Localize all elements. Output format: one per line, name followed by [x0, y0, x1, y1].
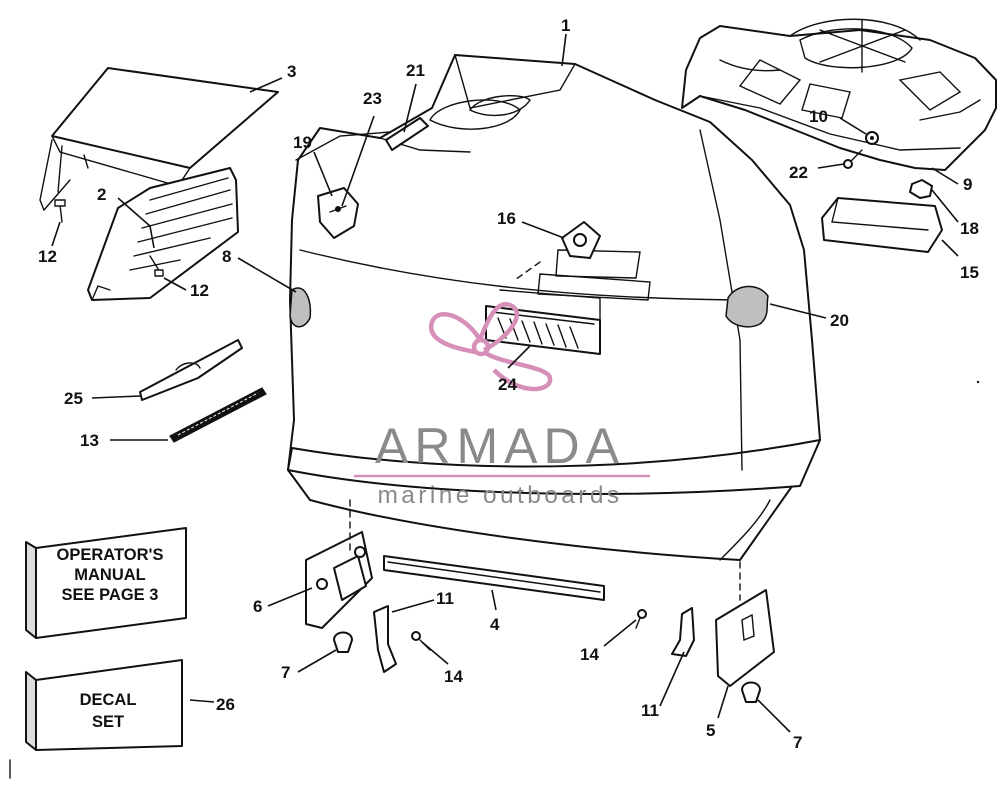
- callout-8: 8: [222, 247, 231, 266]
- watermark-title: ARMADA: [375, 418, 625, 474]
- callout-4: 4: [490, 615, 500, 634]
- part-1-motor-cover: [287, 54, 821, 561]
- decal-set-box: DECAL SET: [25, 659, 183, 751]
- callout-23: 23: [363, 89, 382, 108]
- part-25-trim-strip: [139, 339, 243, 401]
- callout-24: 24: [498, 375, 517, 394]
- callout-16: 16: [497, 209, 516, 228]
- callout-11-right: 11: [641, 701, 659, 720]
- callout-5: 5: [706, 721, 715, 740]
- part-14-screw-right: [635, 609, 647, 629]
- part-7-grommet-right: [741, 681, 761, 703]
- part-7-grommet-left: [333, 631, 353, 653]
- callout-12-left: 12: [38, 247, 57, 266]
- part-8-patch: [289, 287, 312, 328]
- watermark-subtitle: marine outboards: [377, 482, 622, 509]
- callout-26: 26: [216, 695, 235, 714]
- part-12-screws: [54, 199, 164, 277]
- part-10-washer: [865, 131, 879, 145]
- callout-9: 9: [963, 175, 972, 194]
- part-11-clip-left: [373, 605, 397, 673]
- speck: [976, 380, 980, 384]
- part-4-seal: [383, 555, 605, 601]
- callout-11-left: 11: [436, 589, 454, 608]
- part-19-bracket: [317, 187, 359, 239]
- part-21-latch: [385, 117, 429, 151]
- operators-manual-box: OPERATOR'S MANUAL SEE PAGE 3: [25, 527, 187, 639]
- part-6-bracket: [305, 531, 373, 629]
- part-15-exhaust-bracket: [821, 197, 943, 253]
- decal-line-2: SET: [92, 713, 124, 731]
- callout-14-right: 14: [580, 645, 599, 664]
- callout-20: 20: [830, 311, 849, 330]
- callout-10: 10: [809, 107, 828, 126]
- callout-12-right: 12: [190, 281, 209, 300]
- alignment-lines: [349, 261, 741, 601]
- manual-line-3: SEE PAGE 3: [62, 586, 159, 604]
- part-16-grommet: [561, 221, 601, 259]
- part-9-lower-pan: [681, 18, 997, 171]
- callout-2: 2: [97, 185, 106, 204]
- callout-22: 22: [789, 163, 808, 182]
- callout-13: 13: [80, 431, 99, 450]
- callout-7-right: 7: [793, 733, 802, 752]
- callout-21: 21: [406, 61, 425, 80]
- part-20-patch: [725, 285, 769, 328]
- callout-7-left: 7: [281, 663, 290, 682]
- part-2-grille: [87, 167, 239, 301]
- callout-labels: 1 2 3 4 5 6 7 7 8 9 10 11 11 12 12 13 14…: [38, 16, 979, 752]
- part-13-decal-strip: [169, 387, 267, 443]
- manual-line-2: MANUAL: [74, 566, 146, 584]
- callout-15: 15: [960, 263, 979, 282]
- callout-3: 3: [287, 62, 296, 81]
- decal-line-1: DECAL: [80, 691, 137, 709]
- callout-19: 19: [293, 133, 312, 152]
- manual-line-1: OPERATOR'S: [57, 546, 164, 564]
- propeller-logo-icon: [428, 302, 553, 392]
- callout-6: 6: [253, 597, 262, 616]
- armada-watermark: ARMADA marine outboards: [354, 302, 650, 509]
- leader-lines: [51, 33, 959, 733]
- part-5-plate: [715, 589, 775, 687]
- part-18-nut: [909, 179, 933, 199]
- part-3-rear-cover: [39, 67, 279, 212]
- callout-14-left: 14: [444, 667, 463, 686]
- part-11-clip-right: [671, 607, 695, 657]
- callout-25: 25: [64, 389, 83, 408]
- callout-1: 1: [561, 16, 570, 35]
- callout-18: 18: [960, 219, 979, 238]
